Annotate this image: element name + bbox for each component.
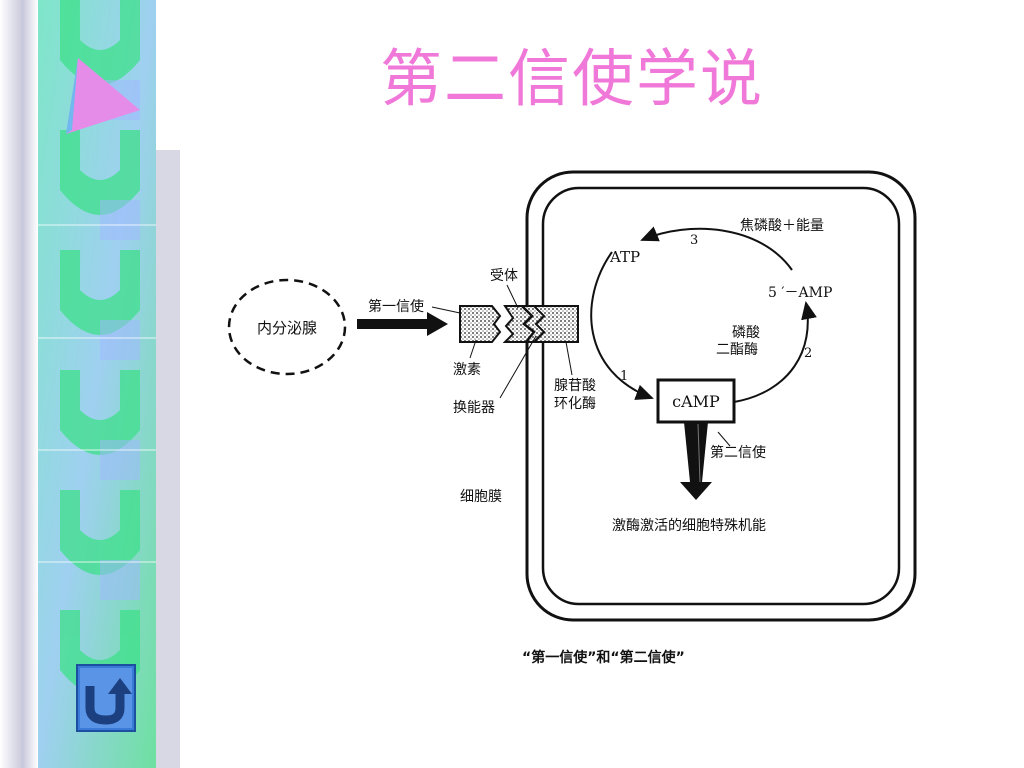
transducer-label: 换能器 <box>453 399 495 416</box>
hormone-label: 激素 <box>453 361 481 378</box>
page-title: 第二信使学说 <box>380 42 765 115</box>
first-messenger-arrow-head <box>427 312 448 336</box>
cycle-arrow-3 <box>640 226 793 271</box>
activation-label: 激酶激活的细胞特殊机能 <box>612 517 766 534</box>
first-messenger-arrow-shaft <box>357 319 429 329</box>
cycle-arrow-1 <box>590 251 654 400</box>
step-2-label: 2 <box>804 346 812 361</box>
cell-inner-membrane <box>541 186 901 606</box>
pde-label-2: 二酯酶 <box>716 342 758 358</box>
cell-membrane-label: 细胞膜 <box>460 489 502 505</box>
adenylate-cyclase-label-2: 环化酶 <box>554 396 596 412</box>
atp-label: ATP <box>609 248 640 266</box>
endocrine-gland <box>227 278 347 376</box>
pde-label-1: 磷酸 <box>732 325 760 341</box>
return-button[interactable] <box>76 664 136 732</box>
step-3-label: 3 <box>690 233 698 248</box>
second-messenger-label: 第二信使 <box>710 444 766 461</box>
return-arrow-icon <box>85 678 132 725</box>
figure-caption: “第一信使”和“第二信使” <box>522 649 685 666</box>
receptor-label: 受体 <box>490 268 518 284</box>
transducer-zigzag <box>521 305 536 343</box>
camp-label: cAMP <box>672 392 720 411</box>
adenylate-cyclase-label-1: 腺苷酸 <box>554 378 596 394</box>
amp5-label: 5 ′－AMP <box>768 285 832 301</box>
hormone-block <box>459 305 502 343</box>
play-triangle-icon <box>66 58 140 134</box>
endocrine-gland-label: 内分泌腺 <box>257 319 317 337</box>
activation-arrow <box>680 422 712 500</box>
adenylate-cyclase-block <box>531 305 579 343</box>
step-1-label: 1 <box>620 369 628 384</box>
cycle-arrow-2 <box>733 301 817 403</box>
pyrophosphate-label: 焦磷酸＋能量 <box>740 218 824 234</box>
cell-outer-membrane <box>525 170 917 622</box>
first-messenger-label: 第一信使 <box>368 298 424 315</box>
